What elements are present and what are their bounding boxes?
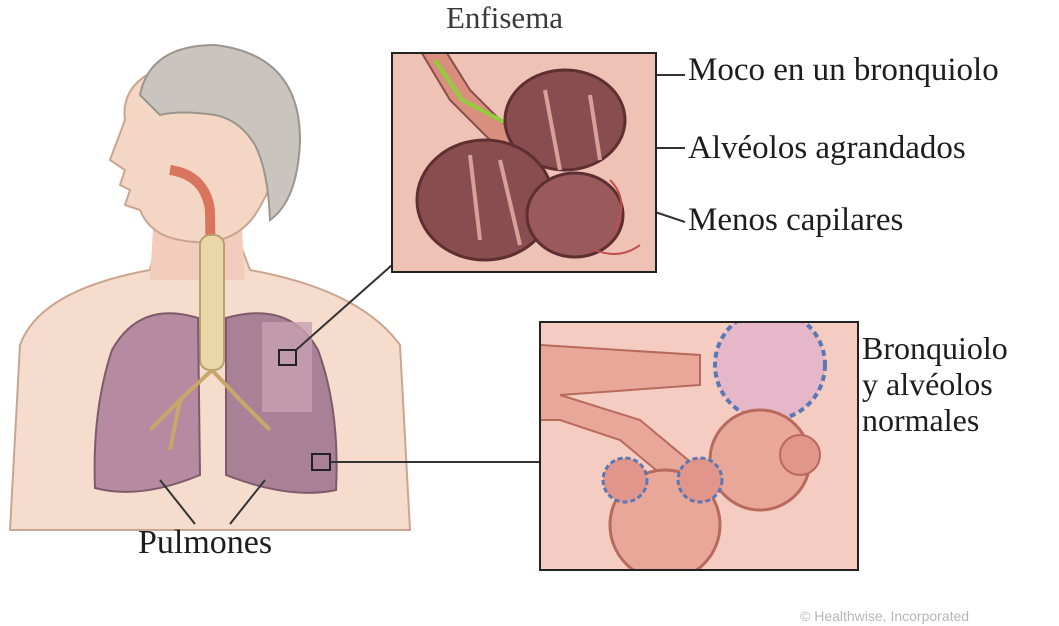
damaged-area xyxy=(262,322,312,412)
label-normal-line1: Bronquiolo xyxy=(862,330,1008,367)
emphysema-inset xyxy=(392,50,656,272)
normal-inset xyxy=(540,310,858,580)
label-normal-line2: y alvéolos xyxy=(862,366,993,403)
label-lungs: Pulmones xyxy=(138,524,272,562)
label-normal-line3: normales xyxy=(862,402,979,439)
credit-watermark: © Healthwise, Incorporated xyxy=(800,608,969,624)
enlarged-alveolus xyxy=(527,173,623,257)
normal-alveolus xyxy=(603,458,647,502)
diagram-title: Enfisema xyxy=(446,0,563,36)
trachea xyxy=(200,235,224,370)
label-mucus: Moco en un bronquiolo xyxy=(688,52,999,89)
normal-alveolus xyxy=(678,458,722,502)
person-illustration xyxy=(10,45,410,530)
capillary-network xyxy=(715,310,825,420)
label-fewer-capillaries: Menos capilares xyxy=(688,202,903,239)
normal-alveolus xyxy=(780,435,820,475)
label-enlarged-alveoli: Alvéolos agrandados xyxy=(688,130,966,167)
